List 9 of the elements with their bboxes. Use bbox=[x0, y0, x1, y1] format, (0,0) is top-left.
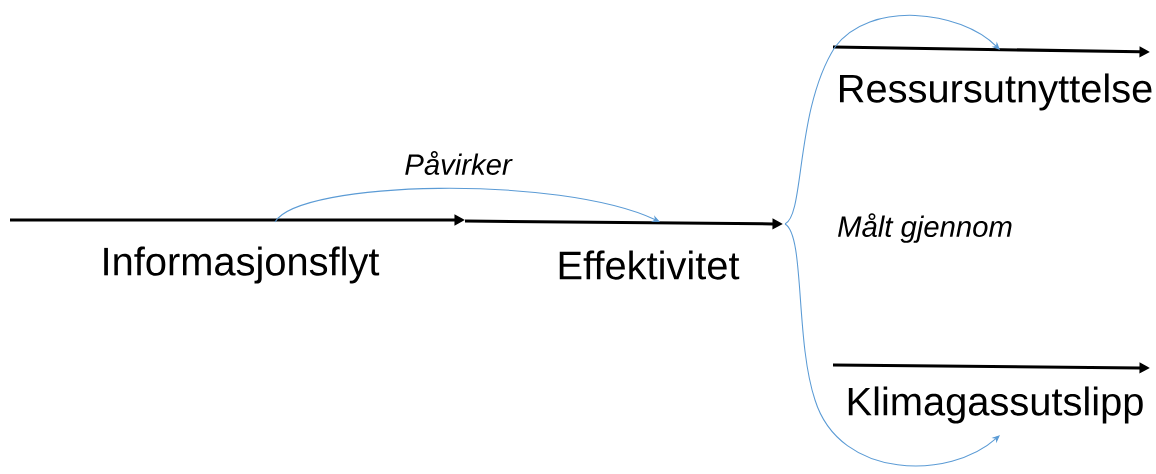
arrow bbox=[784, 14, 1000, 225]
concept-label: Informasjonsflyt bbox=[104, 246, 380, 284]
concept-label: Effektivitet bbox=[559, 250, 740, 280]
arrow bbox=[274, 187, 660, 223]
concept-label: Ressursutnyttelse bbox=[840, 73, 1152, 111]
edge-label: Påvirker bbox=[403, 149, 513, 177]
concept-label: Klimagassutslipp bbox=[848, 386, 1143, 424]
annotation-label: Målt gjennom bbox=[838, 213, 1012, 243]
arrow bbox=[784, 223, 1000, 467]
